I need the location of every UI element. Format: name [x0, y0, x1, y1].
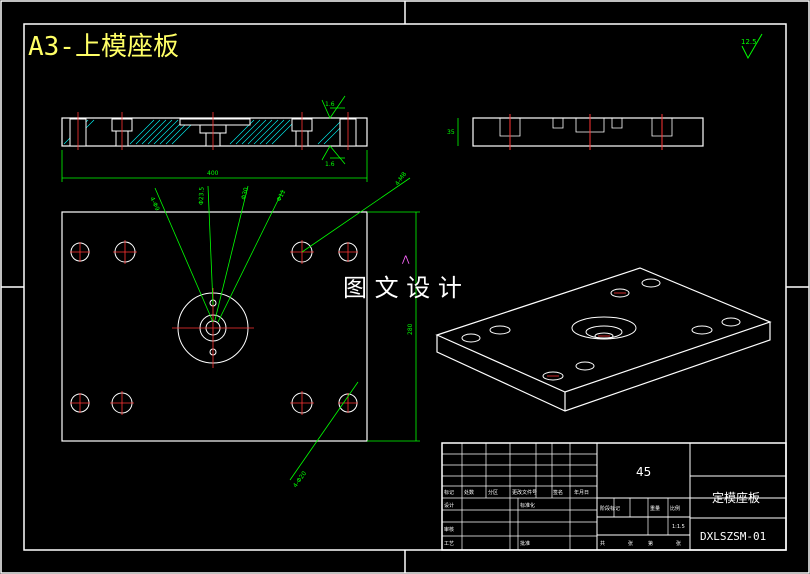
ratio-label: 比例 [670, 505, 680, 512]
process-label: 工艺 [444, 541, 454, 547]
review-label: 审核 [444, 526, 454, 533]
surface-finish-label: 12.5 [741, 38, 757, 46]
surface-finish-icon [741, 33, 763, 60]
drawing-number: DXLSZSM-01 [700, 530, 766, 543]
sheet2-label: 张 [676, 540, 681, 547]
leader-label-3: Φ30 [240, 187, 250, 201]
dim-plan-height: 280 [407, 323, 414, 335]
side-view: 35 [447, 114, 704, 150]
part-name: 定模座板 [712, 490, 760, 505]
stage-mark-label: 阶段标记 [600, 505, 620, 512]
material-label: 45 [636, 465, 651, 479]
dim-front-length: 400 [207, 170, 219, 177]
arrow-mark: ⋀ [401, 255, 410, 265]
isometric-view [435, 267, 772, 412]
scale-value: 1:1.5 [672, 524, 685, 530]
leader-label-5: 4-M8 [394, 171, 408, 187]
leader-label-4: Φ11 [276, 189, 288, 203]
approve-label: 批准 [520, 540, 530, 547]
plan-view: 4-Φ9 Φ23.5 Φ30 Φ11 4-M8 4-Φ20 280 ⋀ [61, 171, 420, 489]
row-label-4: 更改文件号 [512, 489, 537, 496]
standardize-label: 标准化 [520, 502, 535, 509]
sheets-total-label: 共 [600, 540, 605, 547]
row-label-3: 分区 [488, 489, 498, 496]
leader-label-2: Φ23.5 [198, 187, 206, 205]
leader-label-1: 4-Φ9 [148, 196, 161, 212]
row-label-6: 年月日 [574, 489, 589, 496]
leader-label-6: 4-Φ20 [292, 470, 308, 489]
dim-side-height: 35 [447, 129, 455, 136]
title-block [441, 442, 787, 551]
of-label: 第 [648, 540, 653, 547]
row-label-2: 处数 [464, 489, 474, 496]
watermark-text: 图 文 设 计 [343, 274, 462, 302]
sheet-label: 张 [628, 540, 633, 547]
design-label: 设计 [444, 502, 454, 509]
drawing-title: A3-上模座板 [28, 32, 179, 62]
weight-label: 重量 [650, 505, 660, 512]
roughness-top: 1.6 [325, 101, 335, 108]
front-section-view: 400 1.6 1.6 [61, 95, 368, 182]
roughness-bottom: 1.6 [325, 161, 335, 168]
row-label-1: 标记 [444, 489, 454, 496]
row-label-5: 签名 [553, 489, 563, 496]
